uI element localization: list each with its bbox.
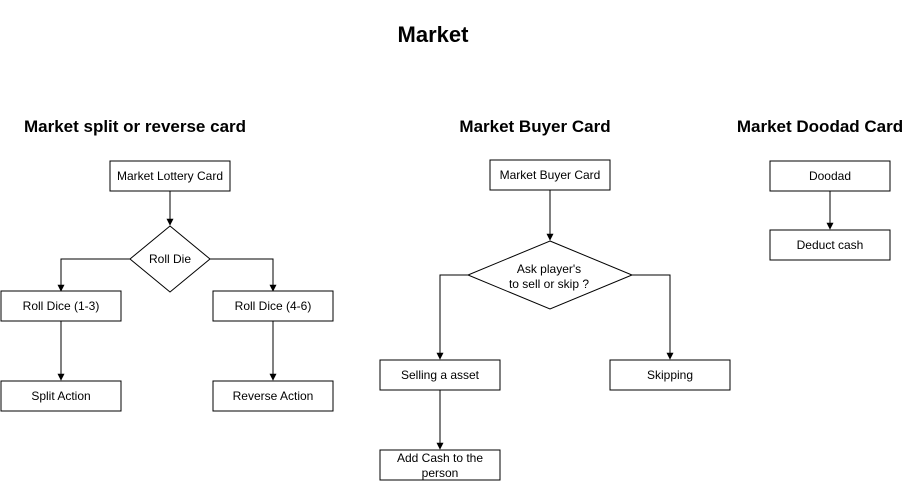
node-label: Market Buyer Card (500, 168, 601, 182)
decision-roll-die: Roll Die (129, 225, 211, 293)
node-label: Roll Dice (1-3) (23, 299, 100, 313)
node-label: Roll Dice (4-6) (235, 299, 312, 313)
node-label-line1: Add Cash to the (397, 451, 483, 465)
node-label: Selling a asset (401, 368, 480, 382)
decision-label-line1: Ask player's (517, 262, 581, 276)
section-title-split-reverse: Market split or reverse card (24, 117, 246, 136)
section-title-doodad: Market Doodad Card (737, 117, 903, 136)
edge-rolldie-to-dice46 (210, 258, 277, 292)
node-market-lottery-card: Market Lottery Card (109, 160, 231, 192)
node-skipping: Skipping (609, 359, 731, 391)
edge-rolldie-to-dice13 (57, 258, 130, 292)
node-doodad: Doodad (769, 160, 891, 192)
node-market-buyer-card: Market Buyer Card (489, 159, 611, 191)
node-label: Deduct cash (797, 238, 864, 252)
edge-ask-to-selling (436, 274, 468, 360)
diagram-title: Market (398, 22, 470, 47)
node-deduct-cash: Deduct cash (769, 229, 891, 261)
node-label: Skipping (647, 368, 693, 382)
decision-label: Roll Die (149, 252, 191, 266)
node-label: Doodad (809, 169, 851, 183)
node-label: Reverse Action (233, 389, 314, 403)
node-selling-a-asset: Selling a asset (379, 359, 501, 391)
node-label: Market Lottery Card (117, 169, 223, 183)
node-add-cash: Add Cash to the person (379, 449, 501, 481)
node-roll-dice-1-3: Roll Dice (1-3) (0, 290, 122, 322)
decision-label-line2: to sell or skip ? (509, 277, 589, 291)
section-title-buyer: Market Buyer Card (459, 117, 610, 136)
node-label: Split Action (31, 389, 90, 403)
node-roll-dice-4-6: Roll Dice (4-6) (212, 290, 334, 322)
node-label-line2: person (422, 466, 459, 480)
decision-ask-player: Ask player's to sell or skip ? (466, 240, 634, 310)
node-reverse-action: Reverse Action (212, 380, 334, 412)
edge-ask-to-skipping (632, 274, 674, 360)
node-split-action: Split Action (0, 380, 122, 412)
